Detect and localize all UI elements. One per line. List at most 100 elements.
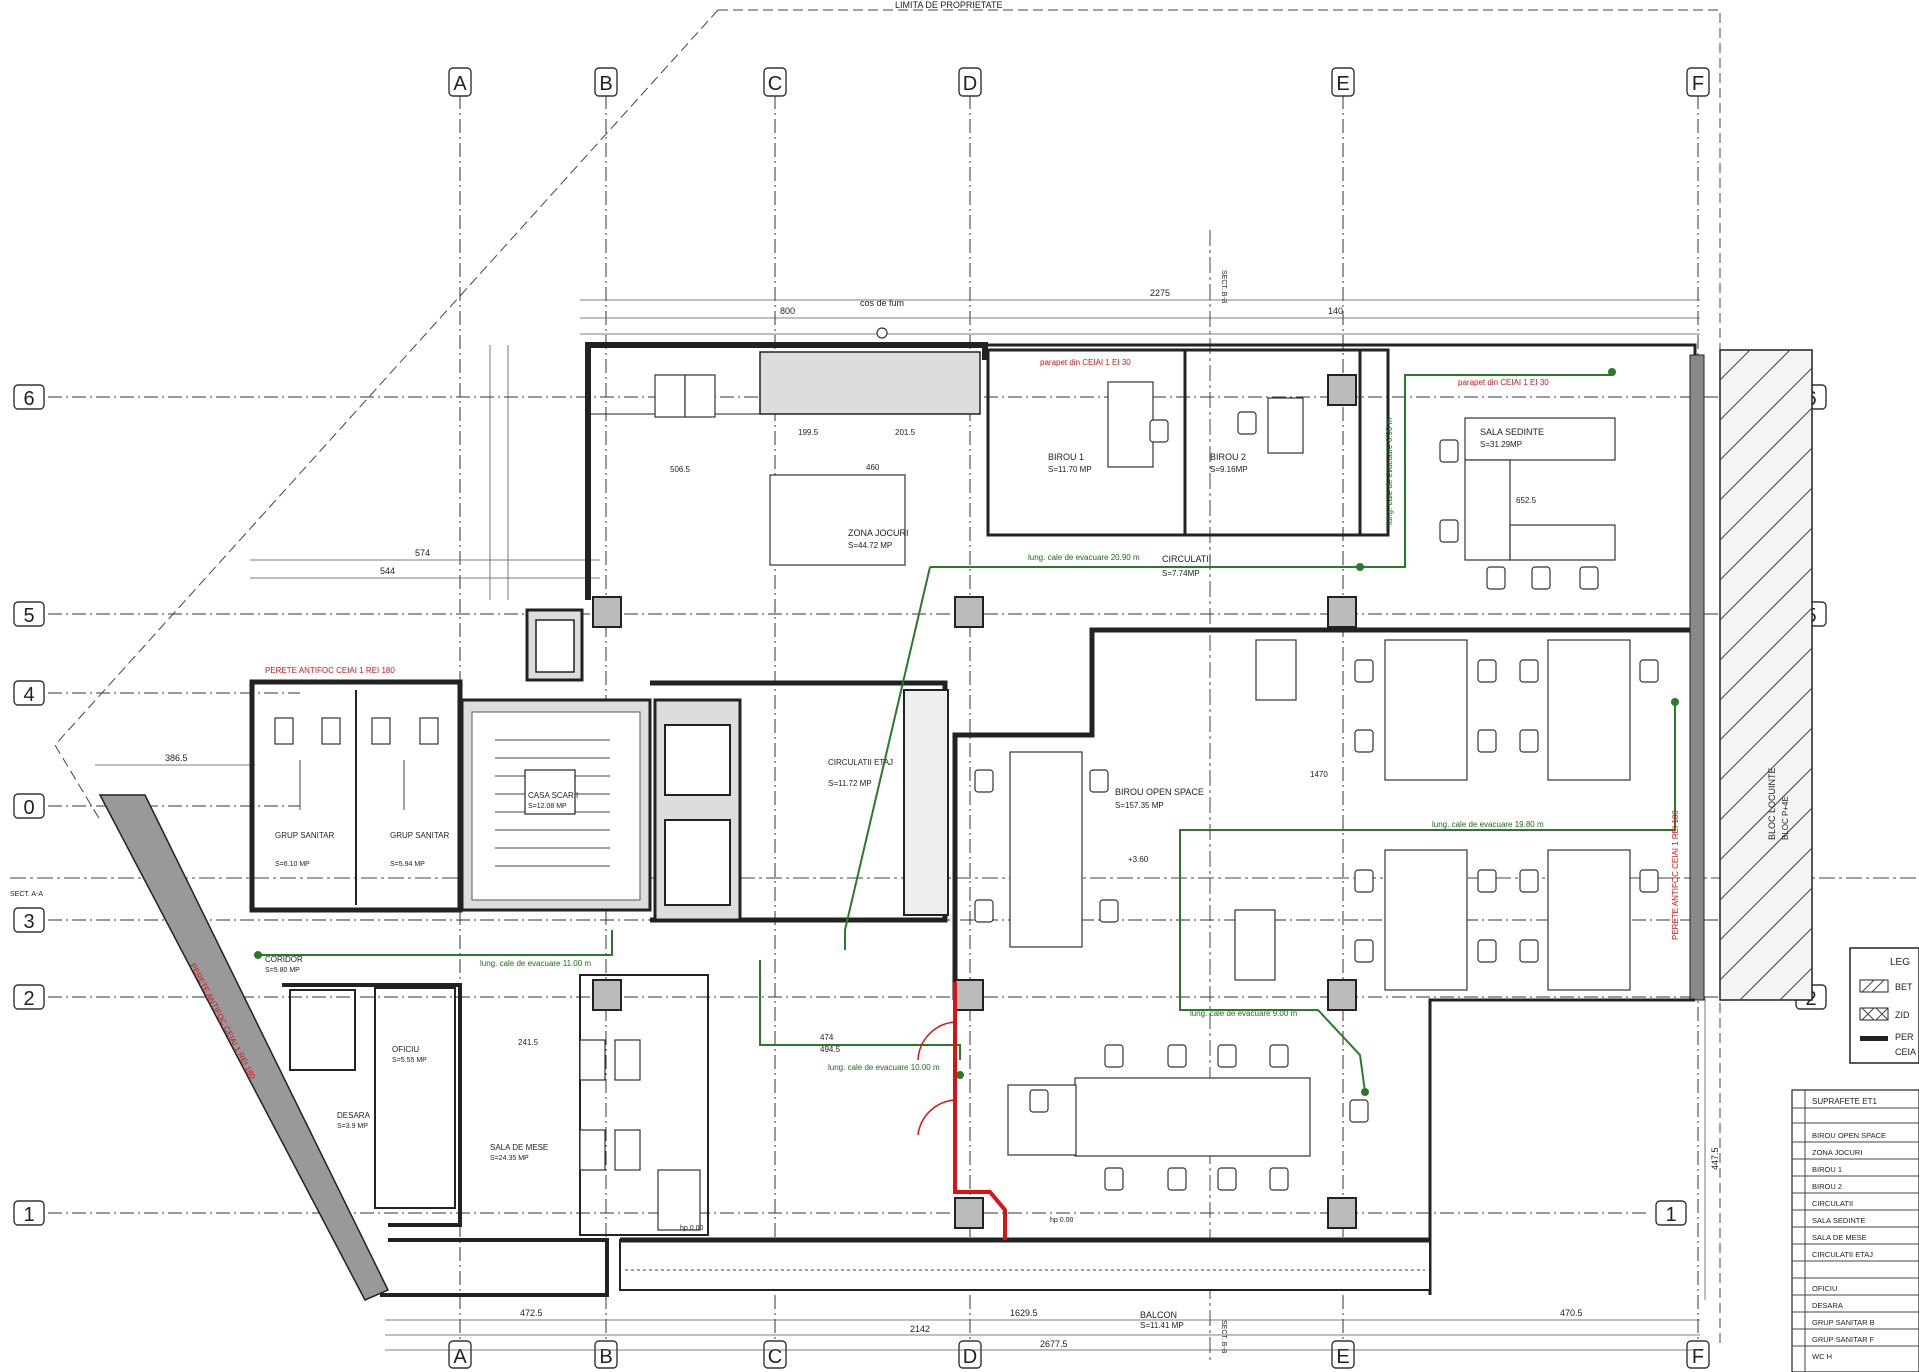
stair-name: CASA SCARII	[528, 791, 578, 800]
evac-label-3: lung. cale de evacuare 19.80 m	[1432, 820, 1544, 829]
restroom-f-area: S=5.94 MP	[390, 861, 425, 868]
dim-left-b: 544	[380, 566, 395, 576]
fire-wall-label-right: PERETE ANTIFOC CEIAI 1 REI 180	[1671, 810, 1680, 940]
bottom-axis-labels: A B C D E F	[448, 1340, 1710, 1369]
balcony-area: S=11.41 MP	[1140, 1321, 1184, 1330]
svg-text:SALA SEDINTE: SALA SEDINTE	[1812, 1216, 1865, 1225]
svg-text:460: 460	[866, 463, 880, 472]
svg-text:1470: 1470	[1310, 770, 1328, 779]
birou-open-area: S=157.35 MP	[1115, 801, 1164, 810]
axis-d-top: D	[963, 73, 977, 95]
svg-text:DESARA: DESARA	[1812, 1301, 1843, 1310]
svg-text:GRUP SANITAR F: GRUP SANITAR F	[1812, 1335, 1875, 1344]
stair-steps	[495, 739, 610, 867]
legend-item-2: ZID	[1895, 1010, 1910, 1020]
svg-text:652.5: 652.5	[1516, 496, 1537, 505]
svg-text:199.5: 199.5	[798, 428, 819, 437]
chairs	[654, 374, 1659, 1191]
inner-dimensions: 506.5 460 199.5 201.5 474 494.5 241.5 65…	[518, 428, 1537, 1054]
adjacent-building-hatch	[1719, 349, 1813, 1001]
section-label-a: SECT. A-A	[10, 891, 43, 898]
dim-left-c: 386.5	[165, 753, 188, 763]
legend-title: LEG	[1890, 957, 1910, 968]
hatch-lines	[1719, 349, 1813, 1001]
desara-area: S=3.9 MP	[337, 1123, 368, 1130]
restroom-b-area: S=6.10 MP	[275, 861, 310, 868]
desara-name: DESARA	[337, 1111, 371, 1120]
axis-3-left: 3	[23, 911, 34, 933]
axis-1-left: 1	[23, 1204, 34, 1226]
birou1-area: S=11.70 MP	[1048, 465, 1092, 474]
horizontal-axes	[48, 396, 1810, 1214]
dim-bottom-mid: 1629.5	[1010, 1308, 1038, 1318]
fire-wall-right	[1689, 354, 1705, 1001]
balcony-parapet	[619, 1239, 1431, 1291]
structural-columns	[592, 374, 1357, 1229]
section-label-b-bottom: SECT. B-B	[1220, 1320, 1227, 1354]
restroom-block	[249, 679, 463, 913]
axis-c-top: C	[768, 73, 782, 95]
dim-top-left: 800	[780, 306, 795, 316]
birou2-name: BIROU 2	[1210, 452, 1246, 462]
dim-bottom-total: 2677.5	[1040, 1339, 1068, 1349]
elevator-1	[664, 724, 731, 796]
fire-exit-path	[953, 982, 1007, 1240]
oficiu-name: OFICIU	[392, 1045, 419, 1054]
office-block	[986, 348, 1390, 537]
top-axis-labels: A B C D E F	[448, 67, 1710, 97]
section-label-b-top: SECT. B-B	[1220, 270, 1227, 304]
axis-f-bottom: F	[1692, 1346, 1704, 1368]
svg-text:CIRCULATII ETAJ: CIRCULATII ETAJ	[1812, 1250, 1873, 1259]
svg-text:BIROU 2: BIROU 2	[1812, 1182, 1842, 1191]
dim-top-right: 140	[1328, 306, 1343, 316]
legend-item-1: BET	[1895, 982, 1913, 992]
birou1-name: BIROU 1	[1048, 452, 1084, 462]
legend: LEG BET ZID PER CEIA	[1849, 947, 1919, 1064]
zona-jocuri-name: ZONA JOCURI	[848, 528, 909, 538]
parapet-label-1: parapet din CEIAI 1 EI 30	[1040, 358, 1131, 367]
axis-6-left: 6	[23, 388, 34, 410]
legend-item-3: PER	[1895, 1032, 1914, 1042]
evacuation-routes	[254, 368, 1679, 1096]
axis-b-bottom: B	[599, 1346, 612, 1368]
svg-text:241.5: 241.5	[518, 1038, 539, 1047]
svg-text:SALA DE MESE: SALA DE MESE	[1812, 1233, 1867, 1242]
axis-e-bottom: E	[1336, 1346, 1349, 1368]
dim-bottom-sub: 2142	[910, 1324, 930, 1334]
birou-open-name: BIROU OPEN SPACE	[1115, 787, 1204, 797]
svg-text:GRUP SANITAR B: GRUP SANITAR B	[1812, 1318, 1875, 1327]
circulatii-top-name: CIRCULATII	[1162, 554, 1211, 564]
dining-name: SALA DE MESE	[490, 1143, 548, 1152]
office-furniture	[769, 381, 1631, 1157]
evac-label-1: lung. cale de evacuare 20.90 m	[1028, 553, 1140, 562]
evac-label-6: lung. cale de evacuare 11.00 m	[480, 959, 591, 968]
dining-room-wall	[579, 974, 709, 1236]
left-axis-labels: 6 5 4 0 3 2 1	[13, 384, 45, 1226]
axis-a-bottom: A	[453, 1346, 467, 1368]
stair-area: S=12.08 MP	[528, 803, 567, 810]
axis-0-left: 0	[23, 797, 34, 819]
evac-label-4: lung. cale de evacuare 9.00 m	[1190, 1009, 1298, 1018]
fire-wall-label-top: PERETE ANTIFOC CEIAI 1 REI 180	[265, 666, 395, 675]
sala-sedinte-area: S=31.29MP	[1480, 440, 1522, 449]
svg-text:BIROU OPEN SPACE: BIROU OPEN SPACE	[1812, 1131, 1886, 1140]
corridor-name: CORIDOR	[265, 955, 303, 964]
kitchen-wall-block	[759, 351, 981, 415]
axis-c-bottom: C	[768, 1346, 782, 1368]
axis-a-top: A	[453, 73, 467, 95]
corridor-area: S=5.80 MP	[265, 967, 300, 974]
legend-item-3-sub: CEIA	[1895, 1047, 1916, 1057]
dining-area: S=24.35 MP	[490, 1155, 529, 1162]
shaft-wall	[903, 689, 949, 916]
oficiu-area: S=5.55 MP	[392, 1057, 427, 1064]
restroom-f-name: GRUP SANITAR	[390, 831, 449, 840]
evac-label-2: lung. cale de evacuare 6.90 m	[1385, 417, 1394, 525]
level-mark: +3.60	[1128, 855, 1149, 864]
top-dimensions: 2275 800 140 cos de fum	[580, 288, 1700, 339]
bottom-dimensions: 472.5 1629.5 470.5 2142 2677.5	[385, 1308, 1700, 1351]
dim-bottom-right: 470.5	[1560, 1308, 1583, 1318]
dim-left-a: 574	[415, 548, 430, 558]
circulatii-top-area: S=7.74MP	[1162, 569, 1200, 578]
diagonal-fire-wall	[98, 794, 390, 1301]
